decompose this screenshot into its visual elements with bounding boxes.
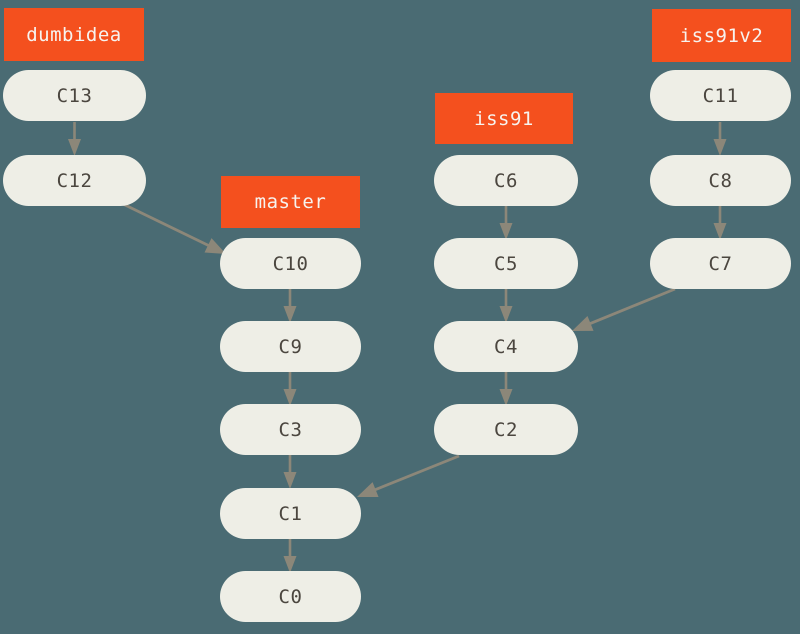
commit-label: C10 bbox=[272, 252, 309, 275]
branch-name: dumbidea bbox=[26, 23, 122, 46]
commit-node-c11[interactable]: C11 bbox=[650, 70, 791, 121]
commit-label: C7 bbox=[708, 252, 733, 275]
commit-node-c5[interactable]: C5 bbox=[434, 238, 578, 289]
commit-node-c1[interactable]: C1 bbox=[220, 488, 361, 539]
commit-node-c12[interactable]: C12 bbox=[3, 155, 146, 206]
commit-node-c0[interactable]: C0 bbox=[220, 571, 361, 622]
commit-node-c13[interactable]: C13 bbox=[3, 70, 146, 121]
branch-label-master[interactable]: master bbox=[221, 176, 360, 228]
branch-name: master bbox=[254, 191, 327, 213]
commit-label: C0 bbox=[278, 585, 303, 608]
commit-label: C4 bbox=[494, 335, 518, 358]
commit-node-c6[interactable]: C6 bbox=[434, 155, 578, 206]
commit-label: C6 bbox=[494, 169, 518, 192]
commit-label: C11 bbox=[702, 84, 739, 107]
commit-label: C3 bbox=[278, 418, 303, 441]
branch-name: iss91 bbox=[474, 107, 534, 130]
commit-label: C8 bbox=[708, 169, 733, 192]
branch-label-iss91[interactable]: iss91 bbox=[435, 93, 573, 144]
branch-label-iss91v2[interactable]: iss91v2 bbox=[652, 9, 791, 62]
commit-node-c2[interactable]: C2 bbox=[434, 404, 578, 455]
commit-label: C12 bbox=[56, 169, 93, 192]
commit-node-c9[interactable]: C9 bbox=[220, 321, 361, 372]
commit-label: C5 bbox=[494, 252, 518, 275]
commit-label: C9 bbox=[278, 335, 303, 358]
commit-node-c10[interactable]: C10 bbox=[220, 238, 361, 289]
branch-name: iss91v2 bbox=[679, 24, 764, 47]
commit-node-c3[interactable]: C3 bbox=[220, 404, 361, 455]
commit-label: C2 bbox=[494, 418, 518, 441]
branch-label-dumbidea[interactable]: dumbidea bbox=[4, 8, 144, 61]
commit-node-c4[interactable]: C4 bbox=[434, 321, 578, 372]
commit-label: C1 bbox=[278, 502, 303, 525]
commit-node-c7[interactable]: C7 bbox=[650, 238, 791, 289]
commit-node-c8[interactable]: C8 bbox=[650, 155, 791, 206]
commit-label: C13 bbox=[56, 84, 93, 107]
